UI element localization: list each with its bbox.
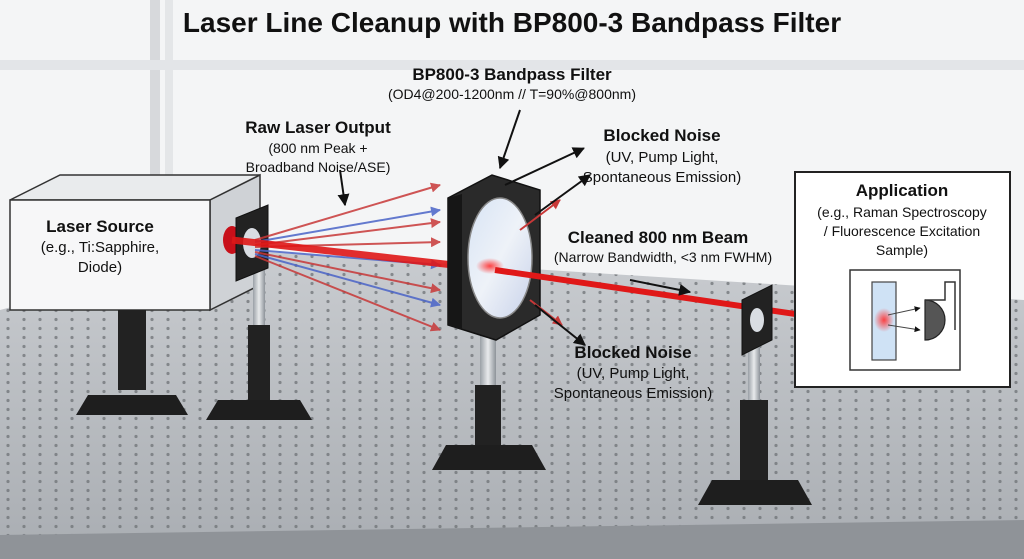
laser-source-detail-1: (e.g., Ti:Sapphire, bbox=[41, 239, 159, 256]
blocked-noise-top-detail-2: Spontaneous Emission) bbox=[583, 169, 741, 186]
raw-laser-beam bbox=[231, 236, 481, 272]
blocked-noise-top-label: Blocked Noise bbox=[603, 126, 720, 145]
laser-box-post bbox=[76, 310, 188, 415]
blocked-noise-rays bbox=[519, 199, 563, 326]
detector-lens bbox=[924, 299, 946, 341]
application-box bbox=[794, 171, 1011, 388]
vertical-rail bbox=[165, 0, 173, 230]
raw-output-label: Raw Laser Output bbox=[245, 118, 391, 137]
cleaned-beam bbox=[494, 267, 855, 332]
application-detail-3: Sample) bbox=[876, 242, 928, 258]
application-label: Application bbox=[856, 181, 949, 200]
blocked-noise-bottom-detail-1: (UV, Pump Light, bbox=[577, 365, 690, 382]
application-detail-1: (e.g., Raman Spectroscopy bbox=[817, 204, 987, 220]
lens-mount-2 bbox=[698, 284, 812, 505]
raw-output-detail-1: (800 nm Peak + bbox=[268, 140, 367, 156]
filter-label: BP800-3 Bandpass Filter bbox=[412, 65, 612, 84]
bandpass-filter bbox=[432, 174, 546, 470]
laser-source-detail-2: Diode) bbox=[78, 259, 122, 276]
horizontal-rail bbox=[0, 60, 1024, 70]
lens-mount-1 bbox=[206, 204, 312, 420]
vertical-rail bbox=[150, 0, 160, 240]
blocked-noise-bottom-label: Blocked Noise bbox=[574, 343, 691, 362]
blocked-noise-top-detail-1: (UV, Pump Light, bbox=[606, 149, 719, 166]
page-title: Laser Line Cleanup with BP800-3 Bandpass… bbox=[183, 7, 841, 38]
cleaned-beam-detail: (Narrow Bandwidth, <3 nm FWHM) bbox=[554, 249, 772, 265]
laser-source-label: Laser Source bbox=[46, 217, 154, 236]
cleaned-beam-label: Cleaned 800 nm Beam bbox=[568, 228, 748, 247]
filter-spec: (OD4@200-1200nm // T=90%@800nm) bbox=[388, 86, 636, 102]
callout-arrows bbox=[337, 109, 692, 346]
application-detail-2: / Fluorescence Excitation bbox=[824, 223, 980, 239]
raw-output-detail-2: Broadband Noise/ASE) bbox=[246, 159, 391, 175]
blocked-noise-bottom-detail-2: Spontaneous Emission) bbox=[554, 385, 712, 402]
